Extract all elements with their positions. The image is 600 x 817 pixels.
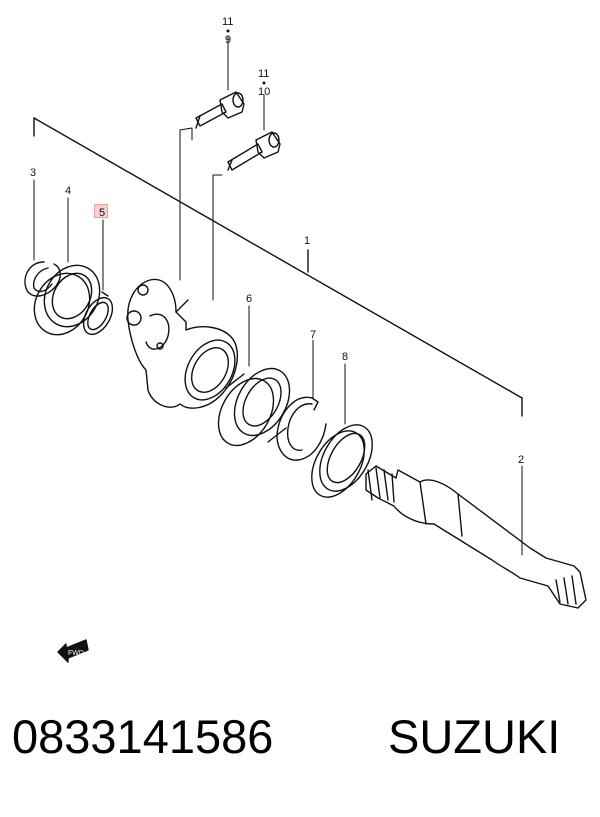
footer-caption: 0833141586 SUZUKI bbox=[0, 695, 600, 805]
oil-seal-8 bbox=[311, 424, 373, 498]
callout-1: 1 bbox=[304, 235, 310, 247]
highlight-marker bbox=[94, 204, 108, 218]
bolt-10 bbox=[227, 131, 281, 171]
callout-4: 4 bbox=[65, 185, 71, 197]
leader-lines bbox=[33, 36, 523, 556]
bearing-6 bbox=[217, 367, 291, 447]
callout-2: 2 bbox=[518, 454, 524, 466]
brand-name: SUZUKI bbox=[388, 710, 561, 763]
circlip-5 bbox=[82, 291, 114, 336]
snap-ring-7 bbox=[276, 396, 327, 461]
callout-8: 8 bbox=[342, 351, 348, 363]
callout-5: 5 bbox=[99, 207, 105, 219]
callout-11-top: 11 bbox=[222, 16, 233, 28]
direction-badge: FWD bbox=[68, 650, 84, 657]
housing-1 bbox=[126, 278, 239, 409]
shaft-2 bbox=[365, 465, 587, 609]
assembly-bracket bbox=[33, 117, 523, 417]
exploded-parts-diagram: FWD 11 9 11 10 3 4 5 1 6 7 8 2 bbox=[24, 16, 587, 663]
part-number: 0833141586 bbox=[12, 710, 274, 763]
callout-6: 6 bbox=[246, 293, 252, 305]
callout-10: 10 bbox=[258, 86, 270, 98]
callout-7: 7 bbox=[310, 329, 316, 341]
callout-11-second: 11 bbox=[258, 68, 269, 80]
bolt-9 bbox=[195, 91, 245, 129]
callout-3: 3 bbox=[30, 167, 36, 179]
fwd-arrow-icon: FWD bbox=[57, 639, 89, 663]
callout-9: 9 bbox=[225, 34, 231, 46]
